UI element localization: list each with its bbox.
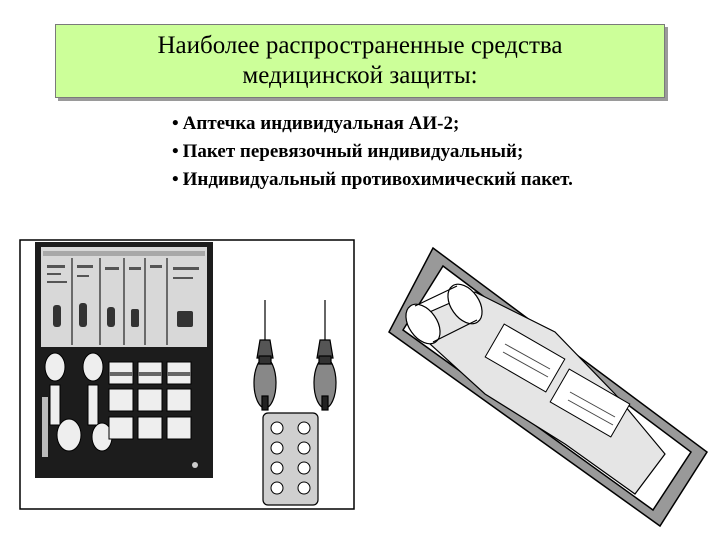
slide-title-line-1: Наиболее распространенные средства bbox=[157, 32, 563, 59]
bullet-item-chemical-package: •Индивидуальный противохимический пакет. bbox=[172, 166, 573, 194]
syringe-tubes-and-tablets-image bbox=[253, 300, 337, 506]
bullet-marker: • bbox=[172, 113, 179, 134]
bullet-list: •Аптечка индивидуальная АИ-2; •Пакет пер… bbox=[172, 110, 573, 194]
first-aid-kit-ai2-image bbox=[19, 239, 355, 510]
bullet-text: Аптечка индивидуальная АИ-2; bbox=[182, 113, 460, 134]
bullet-marker: • bbox=[172, 169, 179, 190]
bullet-item-dressing-package: •Пакет перевязочный индивидуальный; bbox=[172, 138, 573, 166]
bullet-text: Пакет перевязочный индивидуальный; bbox=[182, 141, 524, 162]
dressing-package-image bbox=[388, 246, 709, 528]
bullet-item-first-aid-kit: •Аптечка индивидуальная АИ-2; bbox=[172, 110, 573, 138]
slide-title-line-2: медицинской защиты: bbox=[242, 62, 478, 89]
bullet-marker: • bbox=[172, 141, 179, 162]
bullet-text: Индивидуальный противохимический пакет. bbox=[182, 169, 573, 190]
slide-title-box: Наиболее распространенные средства медиц… bbox=[55, 24, 665, 98]
